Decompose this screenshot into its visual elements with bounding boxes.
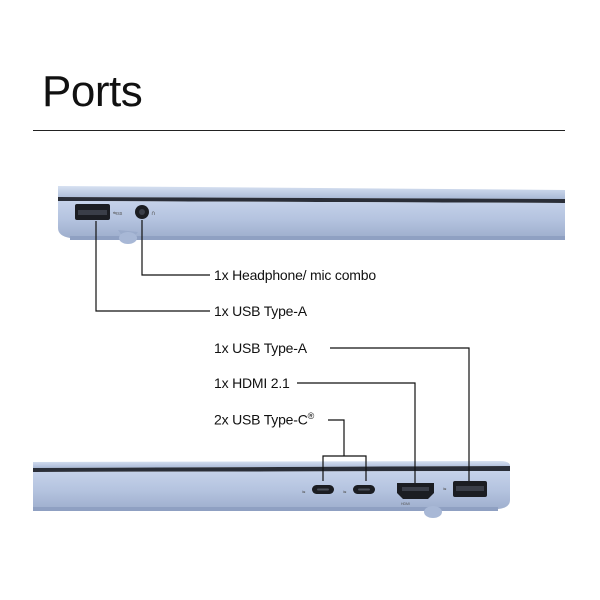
callout-lines-right [297,347,470,483]
usb-c-label: 2x USB Type-C® [214,412,314,427]
usb-a-right-label: 1x USB Type-A [214,340,307,356]
usb-a-port-right [453,481,487,497]
usb-c-port-1 [312,485,334,494]
usb-c-port-2 [353,485,375,494]
usb-c-symbol-icon: ⇋ [302,489,306,494]
usb-c-symbol-icon: ⇋ [343,489,347,494]
registered-mark: ® [307,411,315,421]
usb-symbol-icon: ⇋ss [113,211,123,217]
usb-symbol-icon: ⇋ [443,486,447,491]
laptop-right-side: ⇋ ⇋ HDMI ⇋ [33,461,510,518]
headphone-mic-label: 1x Headphone/ mic combo [214,267,376,283]
laptop-left-side: ⇋ss ∩ [58,186,565,244]
hdmi-label: 1x HDMI 2.1 [214,375,290,391]
headphone-jack-port [135,205,149,219]
hdmi-symbol-icon: HDMI [401,502,410,506]
usb-c-label-text: 2x USB Type-C [214,411,308,428]
page-title: Ports [42,67,143,116]
headphone-icon: ∩ [151,210,155,217]
usb-a-left-label: 1x USB Type-A [214,303,307,319]
title-divider [33,130,565,131]
usb-a-port-left [75,204,110,220]
hdmi-port [397,483,434,499]
callout-lines-left [95,220,210,312]
